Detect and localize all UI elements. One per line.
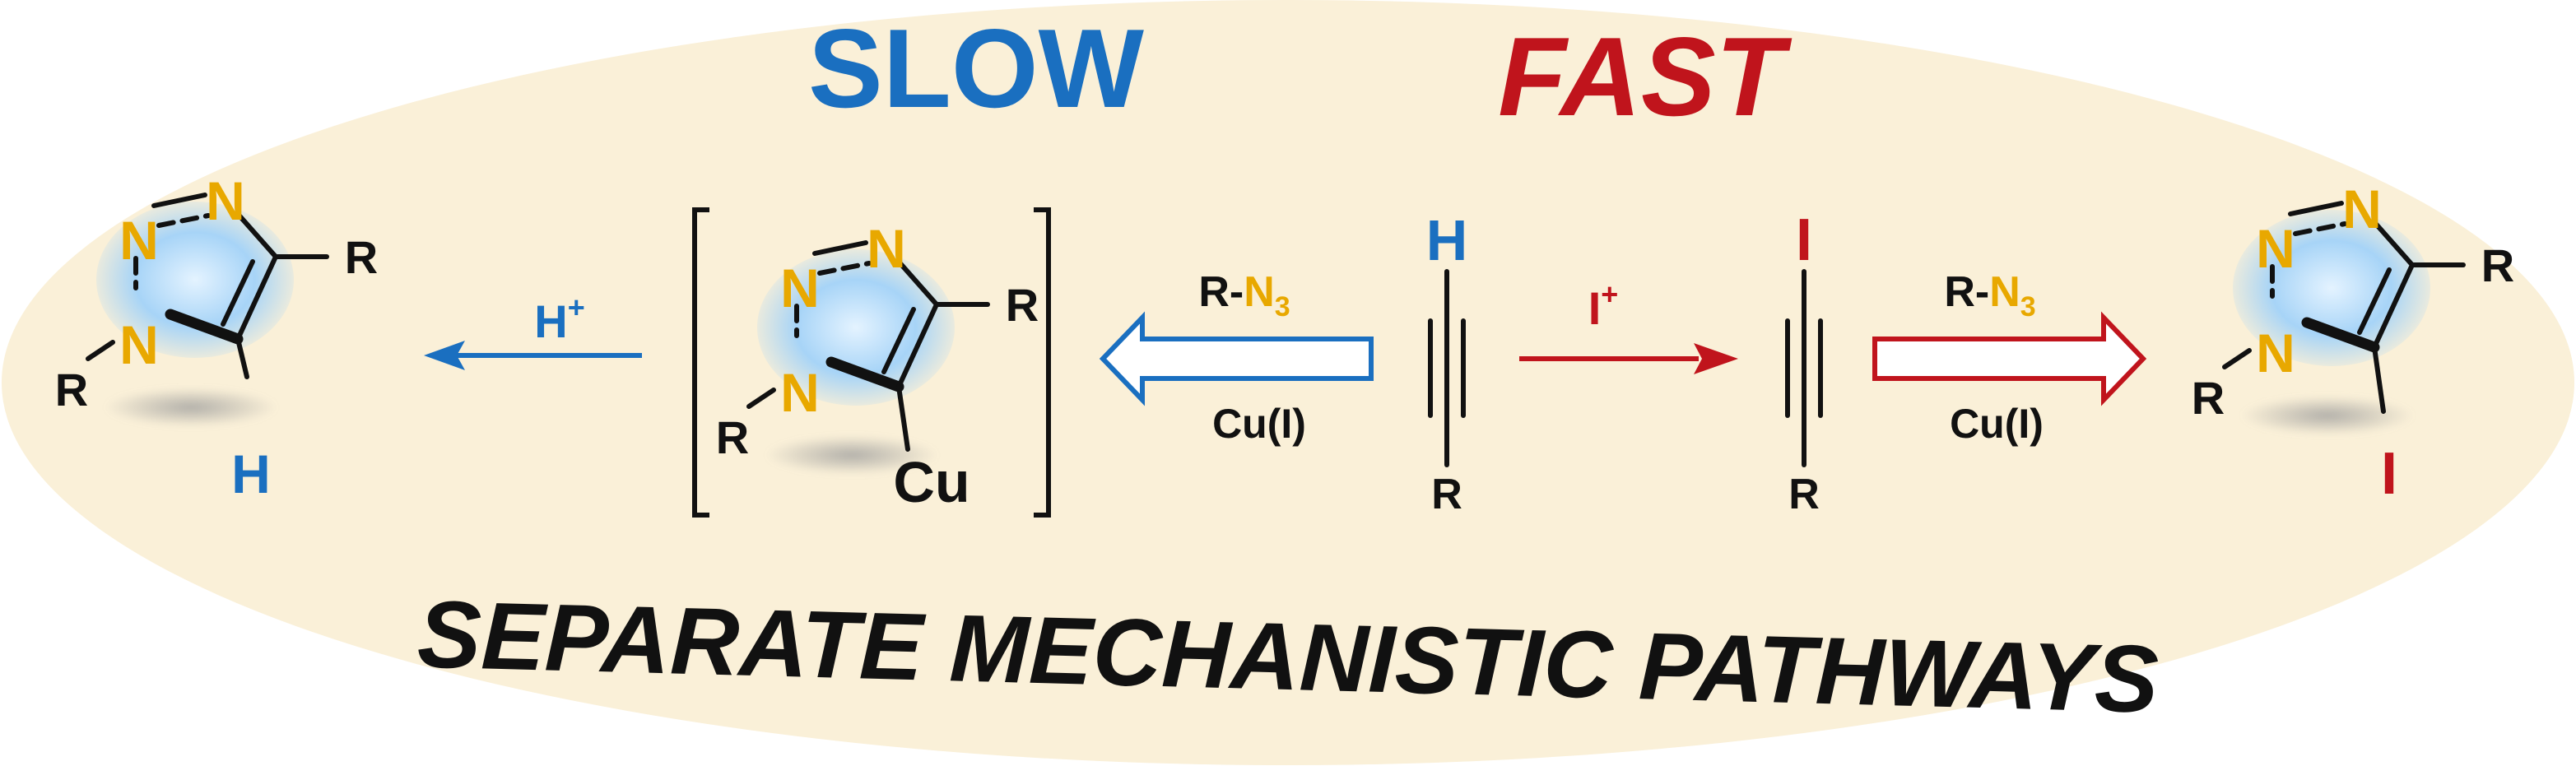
hydrogen-atom: H	[231, 443, 271, 504]
slow-heading: SLOW	[808, 6, 1145, 131]
nitrogen-atom: N	[780, 362, 820, 423]
iodination-arrow: I+	[1519, 277, 1738, 374]
alkyne-hydrogen: H	[1426, 208, 1468, 272]
catalyst-label: Cu(I)	[1212, 401, 1306, 447]
nitrogen-atom: N	[780, 258, 820, 318]
protonation-arrow: H+	[424, 290, 642, 370]
alkyne-substituent: R	[1431, 471, 1462, 518]
right-bracket	[1034, 207, 1051, 518]
iodine-atom: I	[2381, 441, 2397, 507]
nitrogen-atom: N	[867, 218, 906, 279]
nitrogen-atom: N	[119, 314, 159, 375]
azide-reagent: R-N3	[1198, 268, 1290, 323]
protonation-reagent: H+	[534, 290, 584, 347]
triazole-product-iodo: N N N R R I	[2192, 179, 2514, 507]
azide-reagent: R-N3	[1944, 268, 2035, 323]
copper-atom: Cu	[893, 450, 969, 514]
iodoalkyne: I R	[1785, 207, 1823, 518]
alkyne-substituent: R	[1788, 471, 1820, 518]
triazole-product-h: N N N R R H	[55, 170, 378, 504]
substituent-r: R	[2192, 372, 2225, 424]
nitrogen-atom: N	[2256, 218, 2295, 279]
fast-heading: FAST	[1498, 14, 1792, 139]
substituent-r: R	[55, 364, 88, 415]
substituent-r: R	[716, 411, 749, 463]
terminal-alkyne: H R	[1426, 208, 1468, 518]
alkyne-iodine: I	[1796, 207, 1812, 273]
nitrogen-atom: N	[119, 210, 159, 271]
iodo-cuaac-arrow: R-N3 Cu(I)	[1872, 268, 2147, 447]
nitrogen-atom: N	[206, 170, 245, 231]
substituent-r: R	[1006, 279, 1039, 331]
left-bracket	[692, 207, 709, 518]
copper-triazolide-intermediate: N N N R R Cu	[692, 207, 1051, 518]
catalyst-label: Cu(I)	[1950, 401, 2044, 447]
nitrogen-atom: N	[2342, 179, 2382, 239]
substituent-r: R	[345, 231, 378, 283]
iodination-reagent: I+	[1588, 277, 1619, 334]
nitrogen-atom: N	[2256, 323, 2295, 383]
substituent-r: R	[2481, 239, 2514, 291]
cuaac-arrow: R-N3 Cu(I)	[1099, 268, 1374, 447]
